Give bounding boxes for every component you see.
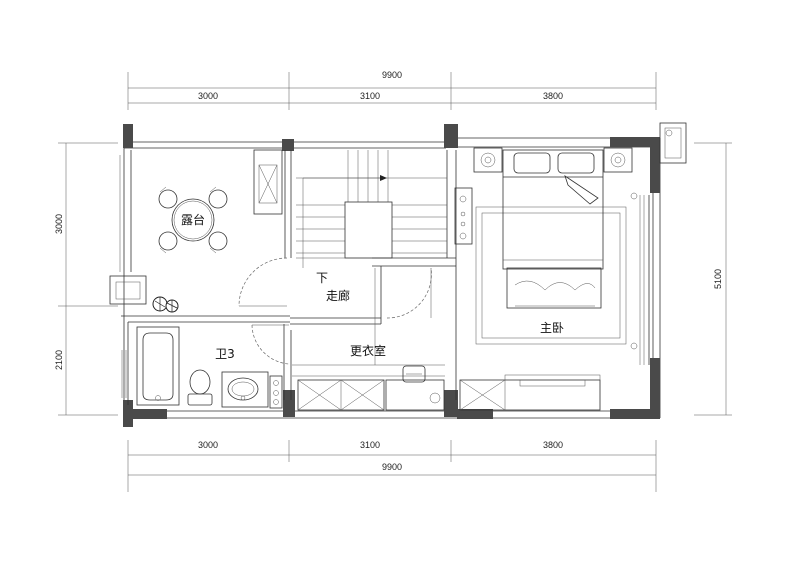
bottom-total-dim: 9900 (382, 462, 402, 472)
wardrobe-icon (459, 374, 601, 411)
bath3-fixtures (121, 324, 290, 409)
top-dimension-lines (127, 72, 657, 110)
bathtub-icon (136, 326, 180, 406)
cabinet-knobs-icon (454, 187, 473, 245)
room-label-corridor: 走廊 (326, 288, 350, 303)
interior-walls (121, 150, 457, 405)
top-total-dim: 9900 (382, 70, 402, 80)
dressing-room-fixtures (292, 267, 445, 411)
room-label-master-bedroom: 主卧 (540, 321, 564, 335)
lamp-icon-left (473, 147, 503, 173)
terrace-area (109, 149, 288, 313)
left-dimension-lines (58, 142, 118, 416)
left-dim-upper: 3000 (54, 214, 64, 234)
right-dim-total: 5100 (713, 269, 723, 289)
stairs-down-label: 下 (316, 271, 328, 285)
right-dimension-lines (694, 142, 732, 416)
top-dim-3: 3800 (543, 91, 563, 101)
bottom-dim-2: 3100 (360, 440, 380, 450)
bottom-dimension-lines (127, 440, 657, 492)
room-label-terrace: 露台 (181, 212, 205, 227)
room-label-dressing: 更衣室 (350, 343, 386, 358)
cabinet-icon (269, 375, 283, 409)
staircase (296, 150, 447, 268)
left-dim-lower: 2100 (54, 350, 64, 370)
lamp-icon-right (603, 147, 633, 173)
bottom-dim-1: 3000 (198, 440, 218, 450)
master-bedroom-fixtures (454, 122, 687, 411)
top-dim-1: 3000 (198, 91, 218, 101)
walls (123, 124, 661, 427)
sink-icon (221, 371, 269, 408)
top-dim-2: 3100 (360, 91, 380, 101)
bed-icon (502, 149, 604, 270)
chair-icon (402, 365, 426, 383)
room-label-bath3: 卫3 (215, 347, 235, 361)
dining-set-icon (158, 186, 228, 254)
plant-pots-icon (152, 296, 179, 313)
bench-icon (506, 267, 602, 309)
toilet-icon (187, 369, 213, 406)
bottom-dim-3: 3800 (543, 440, 563, 450)
